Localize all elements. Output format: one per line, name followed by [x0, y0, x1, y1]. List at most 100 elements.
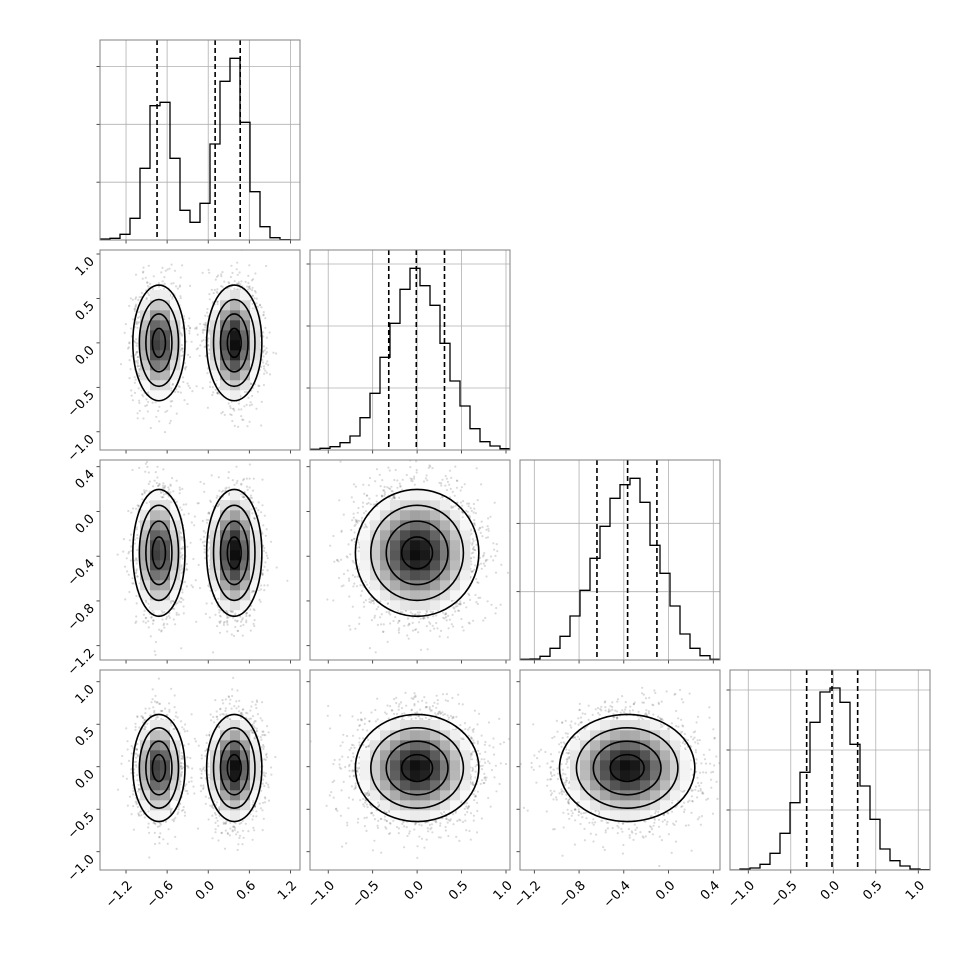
scatter-point	[168, 708, 171, 711]
scatter-point	[561, 721, 564, 724]
scatter-point	[134, 353, 137, 357]
density-cell	[460, 790, 471, 801]
scatter-point	[390, 485, 393, 488]
scatter-point	[234, 625, 237, 629]
scatter-point	[356, 770, 359, 773]
scatter-point	[486, 525, 489, 528]
scatter-point	[661, 719, 664, 722]
scatter-point	[216, 303, 219, 306]
scatter-point	[473, 548, 476, 552]
density-cell	[170, 320, 181, 331]
scatter-point	[397, 619, 401, 623]
scatter-point	[388, 469, 391, 472]
scatter-point	[190, 584, 193, 587]
panel-content	[116, 676, 277, 859]
scatter-point	[171, 297, 174, 300]
scatter-point	[128, 304, 131, 307]
density-cell	[620, 730, 631, 741]
scatter-point	[682, 790, 686, 793]
scatter-point	[245, 485, 249, 488]
density-cell	[160, 390, 171, 401]
scatter-point	[622, 822, 625, 825]
scatter-point	[452, 823, 455, 826]
scatter-point	[677, 725, 680, 728]
scatter-point	[137, 790, 140, 793]
scatter-point	[183, 811, 187, 814]
density-cell	[230, 520, 241, 531]
scatter-point	[250, 729, 253, 732]
scatter-point	[181, 757, 184, 760]
scatter-point	[218, 806, 221, 809]
scatter-point	[229, 827, 232, 830]
scatter-point	[236, 619, 239, 622]
scatter-point	[446, 699, 449, 703]
scatter-point	[470, 532, 473, 535]
scatter-point	[380, 623, 383, 626]
scatter-point	[213, 288, 216, 291]
scatter-point	[467, 592, 470, 595]
scatter-point	[166, 623, 169, 626]
scatter-point	[169, 601, 173, 605]
scatter-point	[417, 715, 420, 718]
scatter-point	[163, 431, 167, 434]
scatter-point	[570, 720, 573, 723]
scatter-point	[333, 560, 336, 563]
density-cell	[160, 320, 171, 331]
scatter-point	[253, 720, 256, 723]
scatter-point	[641, 686, 644, 689]
scatter-point	[186, 765, 190, 768]
scatter-point	[556, 777, 560, 781]
scatter-point	[425, 610, 428, 613]
scatter-point	[362, 743, 365, 747]
scatter-point	[473, 507, 476, 510]
scatter-point	[355, 585, 359, 588]
scatter-point	[553, 735, 556, 739]
scatter-point	[430, 826, 433, 830]
scatter-point	[392, 496, 395, 499]
scatter-point	[499, 742, 502, 746]
scatter-point	[200, 772, 203, 775]
density-cell	[160, 730, 171, 741]
scatter-point	[172, 718, 176, 721]
scatter-point	[274, 755, 277, 759]
scatter-point	[147, 292, 150, 295]
scatter-point	[378, 473, 381, 476]
scatter-point	[225, 610, 228, 613]
scatter-point	[141, 277, 144, 280]
density-cell	[450, 800, 461, 811]
scatter-point	[621, 822, 624, 825]
scatter-point	[480, 567, 483, 570]
scatter-point	[375, 608, 378, 611]
scatter-point	[469, 507, 472, 510]
scatter-point	[360, 589, 364, 593]
density-cell	[410, 530, 421, 541]
scatter-point	[567, 798, 570, 801]
scatter-point	[383, 810, 386, 813]
scatter-point	[253, 624, 256, 628]
density-cell	[660, 800, 671, 811]
scatter-point	[578, 702, 581, 706]
scatter-point	[617, 821, 620, 824]
scatter-point	[226, 831, 229, 835]
scatter-point	[429, 629, 432, 632]
scatter-point	[203, 323, 206, 327]
contour-line	[138, 727, 180, 809]
scatter-point	[229, 718, 232, 721]
scatter-point	[169, 484, 172, 487]
scatter-point	[170, 263, 173, 266]
scatter-point	[327, 704, 330, 708]
density-cell	[430, 780, 441, 791]
scatter-point	[187, 766, 190, 769]
scatter-point	[242, 479, 245, 482]
scatter-point	[569, 724, 572, 727]
scatter-point	[376, 806, 379, 809]
scatter-point	[652, 824, 655, 827]
scatter-point	[188, 284, 192, 287]
scatter-point	[605, 821, 609, 824]
density-cell	[430, 570, 441, 581]
scatter-point	[172, 728, 175, 731]
scatter-point	[408, 832, 411, 835]
density-cell	[660, 760, 671, 771]
scatter-point	[125, 557, 128, 560]
density-cell	[170, 350, 181, 361]
